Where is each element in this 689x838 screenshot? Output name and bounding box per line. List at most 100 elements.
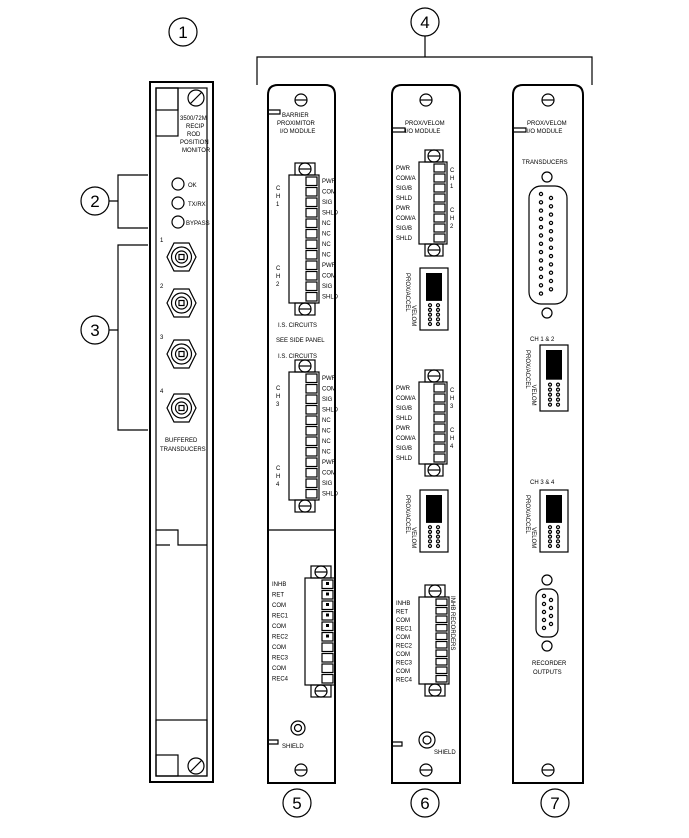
led-label: BYPASS [186,221,210,227]
channel-label-char: H [450,436,454,442]
terminal-block-ch3-ch4 [418,369,448,477]
bnc-number: 1 [160,238,164,244]
terminal-slot [433,163,446,173]
pin [548,245,554,250]
screw-icon [187,757,205,775]
terminal-label: SHLD [322,211,339,217]
module-title-line: PROX/VELOM [527,121,567,127]
pin [427,525,433,530]
mount-hole [541,307,553,319]
terminal-label: COM/A [396,396,416,402]
bracket-3 [109,244,148,431]
terminal-slot [321,663,334,674]
pin [427,543,433,549]
recorder-db9-connector [535,574,559,652]
pin [538,200,544,205]
screw-icon [428,584,442,598]
bnc-ring [170,246,193,268]
pin [427,303,433,308]
pin [541,609,547,615]
module-title-line: PROX/VELOM [405,121,445,127]
pin [427,534,433,539]
terminal-label: NC [322,450,331,456]
terminal-slot [433,173,446,183]
channel-label-char: 4 [450,444,454,450]
pin [435,321,441,327]
terminal-slot [433,433,446,443]
transducers-db25-connector [528,171,568,319]
pin [538,249,544,255]
recorder-terminal-label: COM [396,669,410,675]
terminal-slot [433,233,446,243]
channel-label-char: 4 [276,482,280,488]
screw-icon [419,93,433,107]
terminal-label: PWR [396,166,411,172]
pin [538,241,544,246]
terminal-slot [433,183,446,193]
pin [427,307,433,313]
recorder-terminal-label: REC4 [396,678,413,684]
bnc-ring-inner [174,347,189,361]
terminal-slot [305,404,318,415]
pin [547,534,553,539]
mount-hole [541,640,553,652]
callout-label: 4 [420,13,429,32]
bnc-ring-inner [174,250,189,264]
terminal-slot [321,673,334,684]
screw-icon [298,499,312,513]
pin [555,402,561,407]
db9-shell [535,588,559,638]
shield-label: SHIELD [282,744,304,750]
terminal-indicator [326,634,329,638]
pin [541,593,547,599]
pin [538,224,544,230]
velom-label: VELOM [530,527,536,548]
bnc-connector-2: 2 [160,284,197,318]
terminal-label: SHLD [396,196,413,202]
mount-hole [541,171,553,183]
terminal-label: SHLD [396,456,413,462]
screw-icon [541,763,555,777]
recorder-terminal-label: COM [272,645,286,651]
pin [555,543,561,549]
terminal-slot [435,657,448,666]
channel-label-char: H [276,394,280,400]
pin [541,625,547,631]
led-bypass: BYPASS [171,215,210,229]
terminal-slot [435,615,448,624]
channel-label-char: C [450,168,455,174]
db25-shell [528,185,568,305]
buffered-label: BUFFERED [165,438,198,444]
pin [555,382,561,387]
callout-5: 5 [282,788,312,818]
terminal-label: SIG [322,200,333,206]
terminal-label: PWR [396,386,411,392]
bnc-ring-inner [174,296,189,310]
channel-label-char: C [450,428,455,434]
terminal-block-ch1-ch2 [418,149,448,257]
callout-label: 1 [178,23,187,42]
block-body [418,596,450,685]
shield-terminal [290,720,306,736]
bnc-hex-nut [166,242,197,272]
recorder-terminal-label: REC1 [396,627,413,633]
pin [427,321,433,327]
terminal-label: SHLD [396,416,413,422]
channel-label-char: H [450,396,454,402]
callout-3: 3 [80,315,110,345]
pin [555,539,561,544]
pin [547,543,553,549]
terminal-slot [305,249,318,260]
pin [547,539,553,544]
terminal-slot [305,394,318,405]
pin [555,392,561,397]
channel-label-char: 3 [276,402,280,408]
terminal-label: PWR [322,376,337,382]
channel-label-char: 2 [450,224,454,230]
terminal-slot [321,589,334,600]
bnc-ring [170,397,193,419]
bnc-ring [170,292,193,314]
terminal-slot [321,642,334,653]
pin [538,283,544,288]
